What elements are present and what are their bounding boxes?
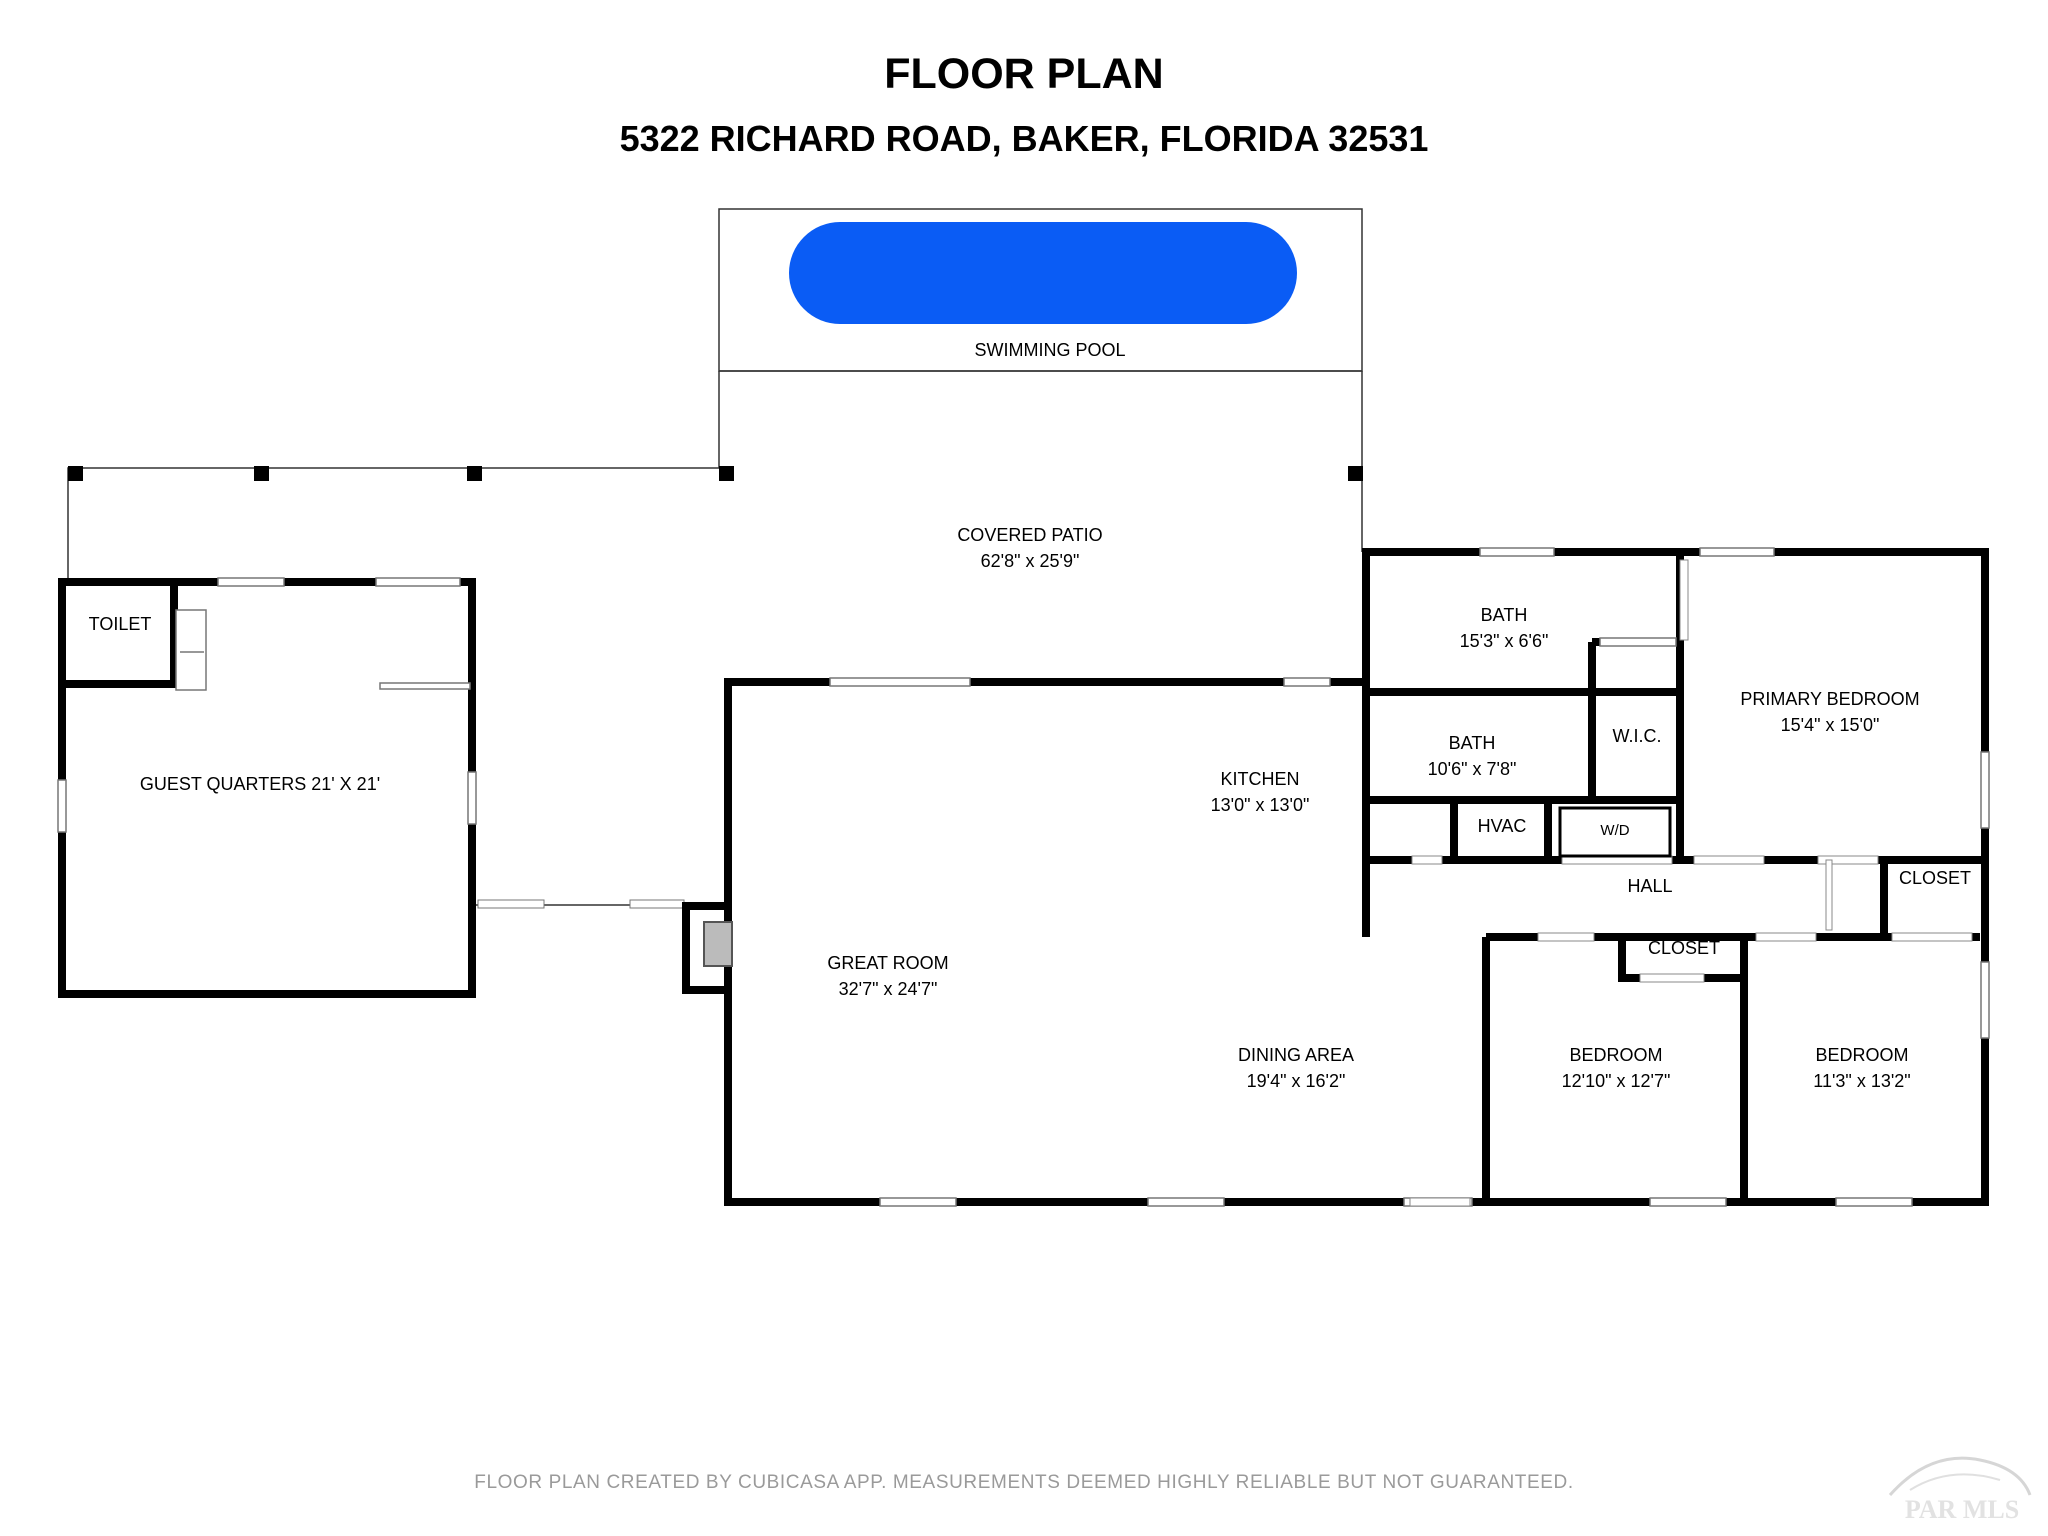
windows (829, 547, 1990, 1207)
label-toilet: TOILET (88, 614, 152, 634)
label-great-room: GREAT ROOM 32'7" x 24'7" (778, 950, 998, 1002)
great-name: GREAT ROOM (827, 953, 949, 973)
label-covered-patio: COVERED PATIO 62'8" x 25'9" (880, 522, 1180, 574)
disclaimer-footer: FLOOR PLAN CREATED BY CUBICASA APP. MEAS… (474, 1472, 1574, 1493)
label-bath-1: BATH 15'3" x 6'6" (1404, 602, 1604, 654)
property-address: 5322 RICHARD ROAD, BAKER, FLORIDA 32531 (619, 118, 1429, 159)
door-openings (1409, 559, 1973, 1207)
par-mls-watermark-logo: PAR MLS (1888, 1456, 2032, 1524)
label-bedroom-1: BEDROOM 12'10" x 12'7" (1516, 1042, 1716, 1094)
patio-name: COVERED PATIO (957, 525, 1103, 545)
label-bedroom-2: BEDROOM 11'3" x 13'2" (1762, 1042, 1962, 1094)
patio-outline (67, 370, 1363, 906)
label-primary-bedroom: PRIMARY BEDROOM 15'4" x 15'0" (1700, 686, 1960, 738)
kitchen-name: KITCHEN (1220, 769, 1300, 789)
bedroom1-name: BEDROOM (1569, 1045, 1663, 1065)
fireplace-hearth (703, 921, 733, 967)
kitchen-dim: 13'0" x 13'0" (1210, 795, 1310, 815)
dining-name: DINING AREA (1237, 1045, 1355, 1065)
main-house-walls (724, 548, 1989, 1206)
great-dim: 32'7" x 24'7" (838, 979, 938, 999)
bath1-dim: 15'3" x 6'6" (1459, 631, 1549, 651)
primary-dim: 15'4" x 15'0" (1780, 715, 1880, 735)
dining-dim: 19'4" x 16'2" (1246, 1071, 1346, 1091)
page-title: FLOOR PLAN (884, 50, 1164, 98)
label-closet-2: CLOSET (1647, 938, 1721, 958)
bath2-name: BATH (1448, 733, 1496, 753)
bath2-dim: 10'6" x 7'8" (1427, 759, 1517, 779)
label-bath-2: BATH 10'6" x 7'8" (1372, 730, 1572, 782)
primary-name: PRIMARY BEDROOM (1740, 689, 1920, 709)
label-hvac: HVAC (1477, 816, 1527, 836)
guest-openings (477, 899, 685, 909)
bedroom2-name: BEDROOM (1815, 1045, 1909, 1065)
watermark-text: PAR MLS (1905, 1495, 2019, 1524)
washer-dryer (1558, 806, 1672, 858)
guest-fixtures (57, 577, 477, 833)
label-guest-quarters: GUEST QUARTERS 21' X 21' (139, 774, 381, 794)
bath1-name: BATH (1480, 605, 1528, 625)
bedroom1-dim: 12'10" x 12'7" (1561, 1071, 1671, 1091)
label-kitchen: KITCHEN 13'0" x 13'0" (1160, 766, 1360, 818)
label-wic: W.I.C. (1612, 726, 1662, 746)
bedroom2-dim: 11'3" x 13'2" (1813, 1071, 1911, 1091)
label-wd: W/D (1600, 822, 1630, 839)
label-closet-1: CLOSET (1898, 868, 1972, 888)
patio-dim: 62'8" x 25'9" (980, 551, 1080, 571)
swimming-pool-shape (789, 222, 1297, 324)
label-hall: HALL (1627, 876, 1673, 896)
label-swimming-pool: SWIMMING POOL (974, 340, 1126, 360)
label-dining-area: DINING AREA 19'4" x 16'2" (1196, 1042, 1396, 1094)
patio-posts (68, 466, 1363, 481)
